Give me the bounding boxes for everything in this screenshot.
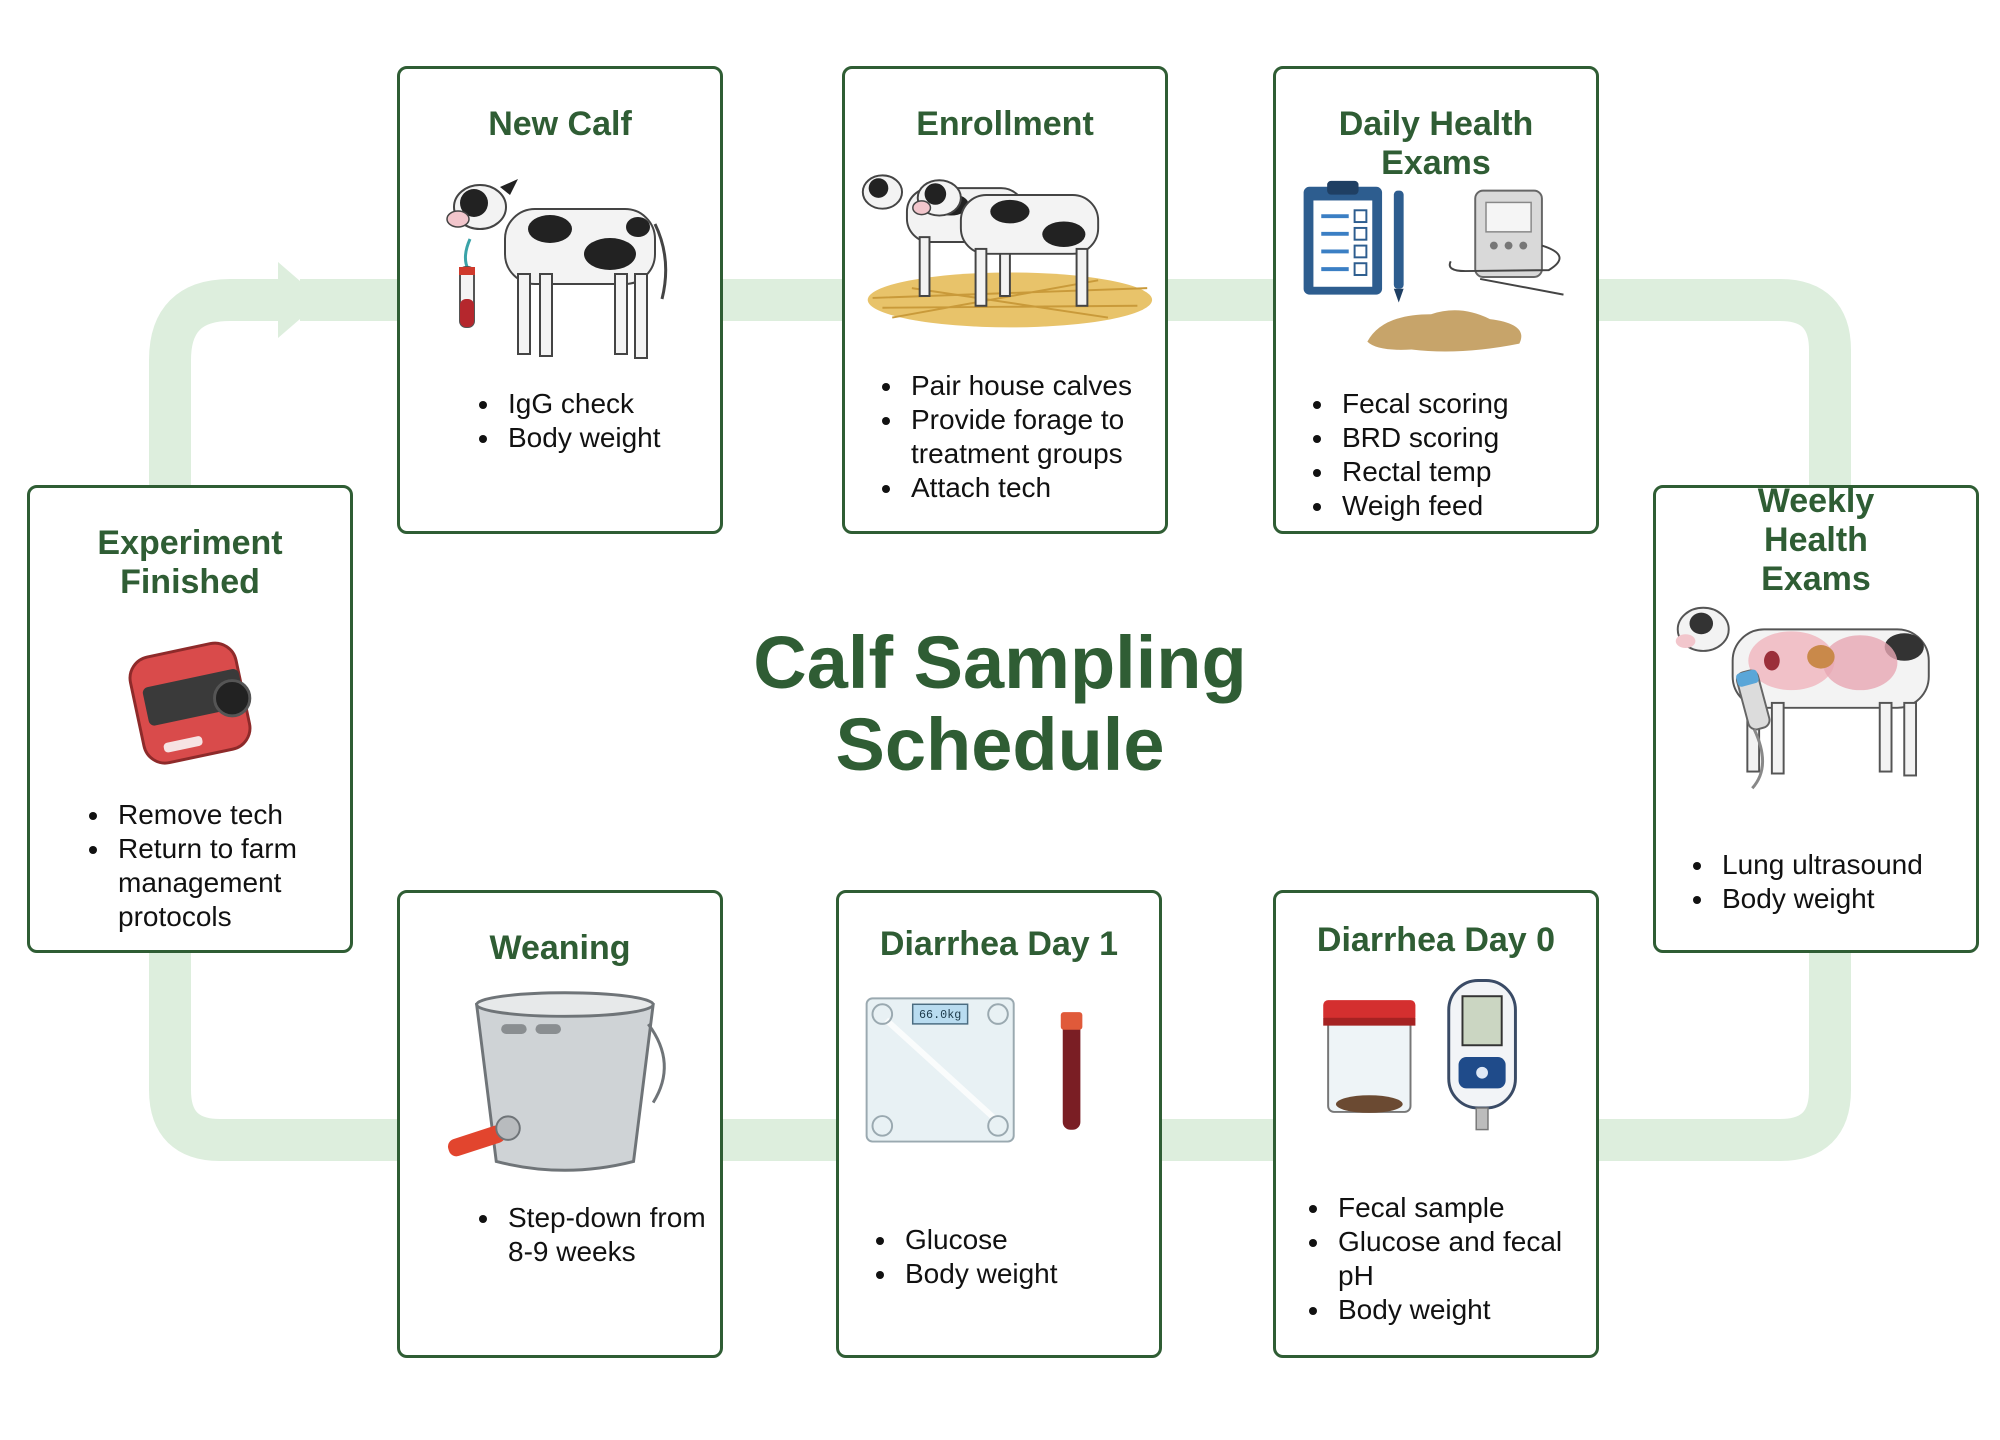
stage-title: Weekly Health Exams	[1757, 482, 1875, 598]
list-item: Return to farm management protocols	[112, 832, 362, 934]
stage-list: Lung ultrasound Body weight	[1674, 848, 1923, 916]
stage-experiment-finished: Experiment Finished Remove tech Return t…	[27, 485, 353, 953]
stage-title: Weaning	[489, 929, 631, 967]
list-item: Attach tech	[905, 471, 1165, 505]
stage-title: Experiment Finished	[97, 524, 283, 601]
scale-blood-tube-icon: 66.0kg	[847, 989, 1151, 1149]
stage-list: Step-down from 8-9 weeks	[460, 1201, 722, 1269]
list-item: Weigh feed	[1336, 489, 1509, 523]
list-item: Body weight	[1332, 1293, 1596, 1327]
list-item: Body weight	[899, 1257, 1058, 1291]
stage-title: Diarrhea Day 0	[1316, 921, 1556, 959]
stage-list: IgG check Body weight	[460, 387, 661, 455]
list-item: Step-down from 8-9 weeks	[502, 1201, 722, 1269]
stage-diarrhea-day-1: Diarrhea Day 1 66.0kg Glucose Body weigh…	[836, 890, 1162, 1358]
stage-daily-health-exams: Daily Health Exams Fecal scoring	[1273, 66, 1599, 534]
list-item: Glucose and fecal pH	[1332, 1225, 1596, 1293]
paired-calves-on-straw-icon	[853, 149, 1157, 339]
list-item: Rectal temp	[1336, 455, 1509, 489]
stage-title: Enrollment	[916, 105, 1094, 143]
stage-list: Fecal sample Glucose and fecal pH Body w…	[1290, 1191, 1596, 1327]
tech-device-icon	[38, 628, 342, 788]
calf-blood-tube-icon	[408, 149, 712, 389]
list-item: Fecal sample	[1332, 1191, 1596, 1225]
list-item: Body weight	[502, 421, 661, 455]
clipboard-thermometer-icon	[1284, 175, 1588, 375]
stage-list: Fecal scoring BRD scoring Rectal temp We…	[1294, 387, 1509, 523]
stage-list: Pair house calves Provide forage to trea…	[863, 369, 1165, 505]
loop-path	[149, 279, 1851, 1161]
stage-new-calf: New Calf IgG check Body weight	[397, 66, 723, 534]
list-item: Lung ultrasound	[1716, 848, 1923, 882]
list-item: Fecal scoring	[1336, 387, 1509, 421]
list-item: Remove tech	[112, 798, 362, 832]
sample-jar-glucometer-icon	[1284, 973, 1588, 1143]
loop-arrowhead-icon	[278, 262, 322, 338]
stage-title: New Calf	[488, 105, 632, 143]
scale-display: 66.0kg	[919, 1008, 961, 1022]
stage-enrollment: Enrollment Pair house calves Provide for…	[842, 66, 1168, 534]
list-item: IgG check	[502, 387, 661, 421]
nipple-bucket-icon	[408, 983, 712, 1183]
stage-list: Remove tech Return to farm management pr…	[70, 798, 362, 934]
stage-list: Glucose Body weight	[857, 1223, 1058, 1291]
stage-weaning: Weaning Step-down from 8-9 weeks	[397, 890, 723, 1358]
calf-ultrasound-icon	[1664, 598, 1968, 798]
list-item: Pair house calves	[905, 369, 1165, 403]
stage-title: Diarrhea Day 1	[879, 925, 1119, 963]
list-item: Provide forage to treatment groups	[905, 403, 1165, 471]
list-item: Body weight	[1716, 882, 1923, 916]
stage-title: Daily Health Exams	[1338, 105, 1534, 182]
list-item: BRD scoring	[1336, 421, 1509, 455]
stage-weekly-health-exams: Weekly Health Exams Lung ultrasound Body…	[1653, 482, 1979, 953]
list-item: Glucose	[899, 1223, 1058, 1257]
diagram-title: Calf Sampling Schedule	[753, 621, 1247, 786]
stage-diarrhea-day-0: Diarrhea Day 0 Fecal sample Glucose and …	[1273, 890, 1599, 1358]
